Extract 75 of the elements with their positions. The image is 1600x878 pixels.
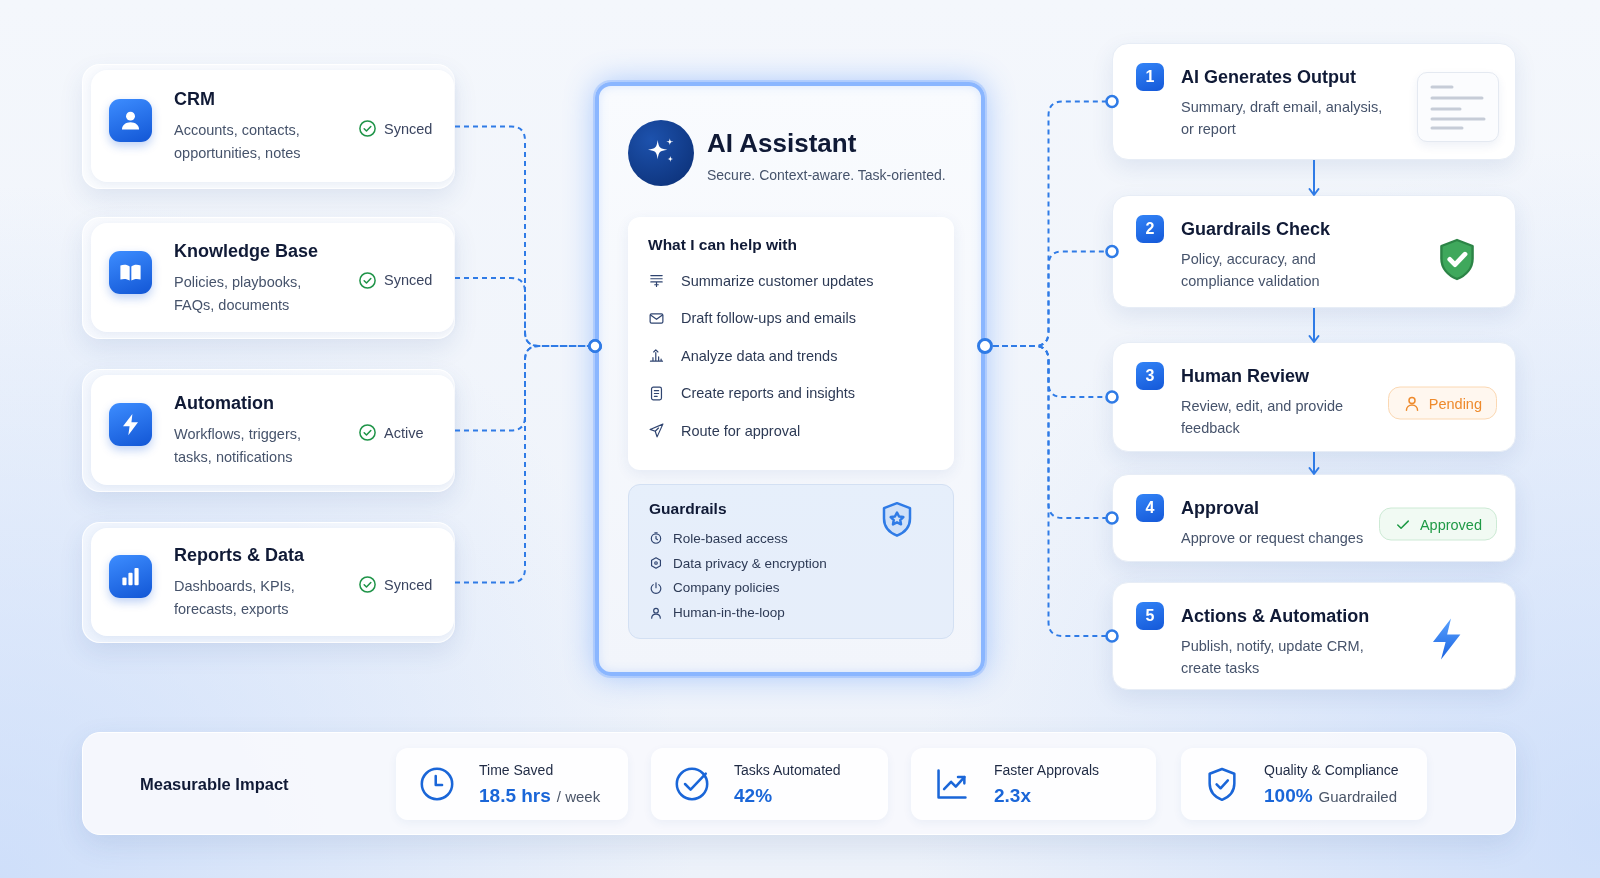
guardrails-panel: [628, 484, 954, 639]
panel-heading: What I can help with: [648, 235, 797, 255]
capabilities-panel: [628, 217, 954, 470]
step-title: AI Generates Output: [1181, 66, 1357, 89]
metric-label: Quality & Compliance: [1264, 761, 1399, 779]
step-card: [1112, 474, 1516, 562]
step-number: 5: [1136, 602, 1164, 630]
arrow: [1308, 159, 1320, 196]
metric-label: Time Saved: [479, 761, 554, 779]
dashed-connector: [992, 345, 1119, 643]
step-description: Review, edit, and provide feedback: [1181, 397, 1344, 438]
metric-label: Tasks Automated: [734, 761, 841, 779]
list-item-text: Analyze data and trends: [681, 347, 838, 364]
metric-value: 18.5 hrs: [479, 785, 551, 807]
metric-tile: [651, 748, 888, 820]
list-item-text: Human-in-the-loop: [673, 605, 785, 621]
step-description: Approve or request changes: [1181, 529, 1364, 548]
list-item-text: Company policies: [673, 580, 780, 596]
card-description: Workflows, triggers, tasks, notifications: [174, 425, 303, 467]
metric-value: 2.3x: [994, 785, 1031, 807]
card-description: Dashboards, KPIs, forecasts, exports: [174, 577, 296, 619]
step-card: [1112, 195, 1516, 308]
step-number: 1: [1136, 63, 1164, 91]
list-item-text: Summarize customer updates: [681, 272, 874, 289]
list-item-text: Route for approval: [681, 422, 801, 439]
card-title: CRM: [174, 88, 215, 110]
assistant-tagline: Secure. Context-aware. Task-oriented.: [707, 166, 946, 184]
status-text: Active: [384, 424, 424, 441]
card-description: Policies, playbooks, FAQs, documents: [174, 272, 303, 315]
step-card: [1112, 582, 1516, 690]
source-card: [82, 369, 455, 492]
metric-tile: [396, 748, 628, 820]
list-item-text: Create reports and insights: [681, 385, 856, 402]
step-number: 4: [1136, 494, 1164, 522]
step-number: 2: [1136, 215, 1164, 243]
dashed-connector: [454, 339, 602, 584]
metric-label: Faster Approvals: [994, 761, 1100, 779]
step-card: [1112, 43, 1516, 160]
list-item-text: Role-based access: [673, 530, 788, 546]
status-text: Pending: [1428, 395, 1482, 411]
card-title: Knowledge Base: [174, 239, 319, 262]
list-item-text: Data privacy & encryption: [673, 555, 827, 571]
metric-value: 42%: [734, 785, 773, 807]
assistant-card: [595, 82, 985, 676]
card-title: Automation: [174, 392, 274, 414]
step-number: 3: [1136, 362, 1164, 390]
step-card: [1112, 342, 1516, 452]
metric-tile: [1181, 748, 1427, 820]
step-title: Actions & Automation: [1181, 605, 1370, 628]
status-text: Synced: [384, 576, 433, 593]
panel-heading: Guardrails: [649, 499, 727, 519]
metric-unit: / week: [556, 788, 601, 805]
status-text: Synced: [384, 272, 433, 288]
step-title: Approval: [1181, 497, 1259, 520]
metric-unit: Guardrailed: [1318, 788, 1397, 805]
metric-value: 100%: [1264, 785, 1313, 807]
status-text: Synced: [384, 120, 433, 137]
source-card: [82, 64, 455, 189]
step-title: Guardrails Check: [1181, 218, 1331, 241]
source-card: [82, 217, 455, 339]
source-card: [82, 522, 455, 643]
status-text: Approved: [1419, 516, 1482, 532]
list-item-text: Draft follow-ups and emails: [681, 310, 856, 327]
card-title: Reports & Data: [174, 544, 305, 566]
arrow: [1308, 307, 1320, 343]
step-title: Human Review: [1181, 365, 1310, 388]
metrics-bar: [82, 732, 1516, 835]
section-title: Measurable Impact: [140, 774, 289, 793]
card-description: Accounts, contacts, opportunities, notes: [174, 121, 302, 163]
step-description: Summary, draft email, analysis, or report: [1181, 98, 1384, 139]
arrow: [1308, 451, 1320, 475]
assistant-title: AI Assistant: [707, 126, 857, 159]
step-description: Policy, accuracy, and compliance validation: [1181, 250, 1321, 291]
step-description: Publish, notify, update CRM, create tasks: [1181, 637, 1365, 678]
metric-tile: [911, 748, 1156, 820]
